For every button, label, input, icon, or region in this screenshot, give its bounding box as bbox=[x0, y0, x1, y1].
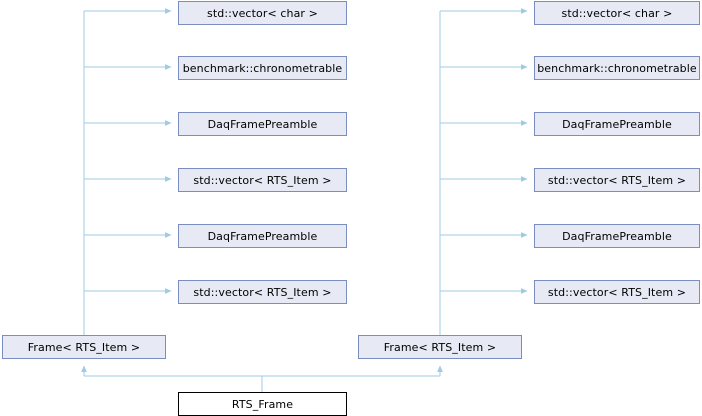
node-frame-rts-item-right[interactable]: Frame< RTS_Item > bbox=[358, 335, 522, 359]
node-std-vector-rts-item-right-2[interactable]: std::vector< RTS_Item > bbox=[534, 280, 700, 304]
node-label: std::vector< RTS_Item > bbox=[193, 173, 332, 187]
usage-edges-right bbox=[439, 8, 528, 335]
node-benchmark-chronometrable-left[interactable]: benchmark::chronometrable bbox=[178, 56, 347, 80]
node-label: std::vector< char > bbox=[561, 6, 673, 20]
node-std-vector-char-left[interactable]: std::vector< char > bbox=[178, 1, 347, 25]
inheritance-edges bbox=[81, 365, 443, 392]
node-daqframepreamble-right-1[interactable]: DaqFramePreamble bbox=[534, 112, 700, 136]
node-std-vector-rts-item-left-1[interactable]: std::vector< RTS_Item > bbox=[178, 168, 347, 192]
node-label: DaqFramePreamble bbox=[562, 229, 672, 243]
node-std-vector-char-right[interactable]: std::vector< char > bbox=[534, 1, 700, 25]
node-label: Frame< RTS_Item > bbox=[383, 340, 497, 354]
node-rts-frame[interactable]: RTS_Frame bbox=[178, 392, 347, 416]
usage-edges-left bbox=[83, 8, 172, 335]
node-std-vector-rts-item-right-1[interactable]: std::vector< RTS_Item > bbox=[534, 168, 700, 192]
node-label: std::vector< char > bbox=[207, 6, 318, 20]
node-frame-rts-item-left[interactable]: Frame< RTS_Item > bbox=[2, 335, 166, 359]
node-label: Frame< RTS_Item > bbox=[27, 340, 141, 354]
node-benchmark-chronometrable-right[interactable]: benchmark::chronometrable bbox=[534, 56, 700, 80]
node-daqframepreamble-right-2[interactable]: DaqFramePreamble bbox=[534, 224, 700, 248]
node-daqframepreamble-left-1[interactable]: DaqFramePreamble bbox=[178, 112, 347, 136]
node-std-vector-rts-item-left-2[interactable]: std::vector< RTS_Item > bbox=[178, 280, 347, 304]
node-label: std::vector< RTS_Item > bbox=[547, 173, 687, 187]
node-label: benchmark::chronometrable bbox=[182, 61, 343, 75]
node-label: DaqFramePreamble bbox=[562, 117, 672, 131]
node-label: DaqFramePreamble bbox=[207, 117, 318, 131]
node-label: DaqFramePreamble bbox=[207, 229, 318, 243]
node-label: benchmark::chronometrable bbox=[537, 61, 697, 75]
node-label: RTS_Frame bbox=[231, 397, 294, 411]
node-daqframepreamble-left-2[interactable]: DaqFramePreamble bbox=[178, 224, 347, 248]
node-label: std::vector< RTS_Item > bbox=[547, 285, 687, 299]
node-label: std::vector< RTS_Item > bbox=[193, 285, 332, 299]
